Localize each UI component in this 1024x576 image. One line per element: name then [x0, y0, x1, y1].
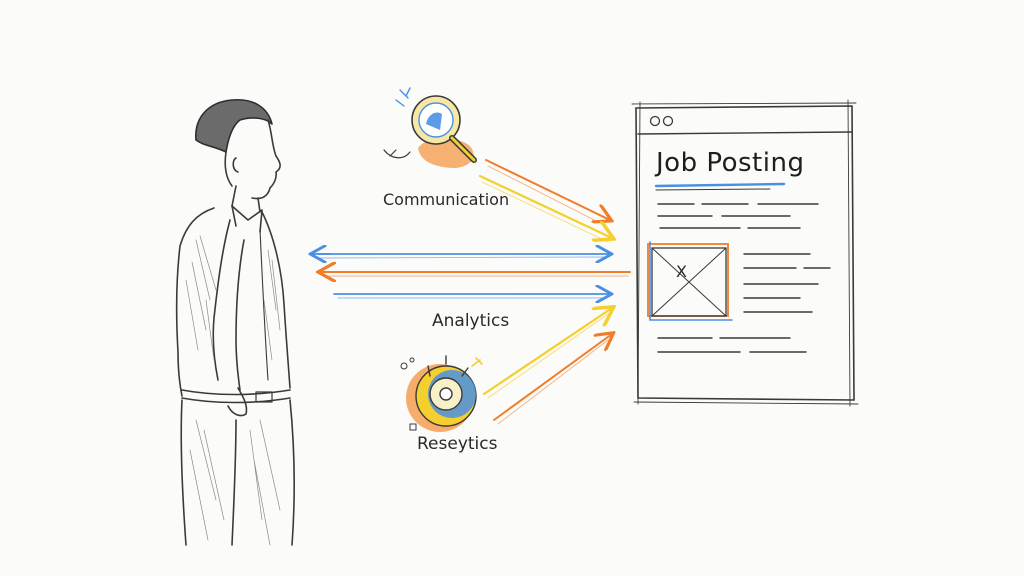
label-communication: Communication: [383, 190, 510, 209]
image-placeholder-mark: X: [676, 262, 687, 281]
browser-window-icon: [631, 99, 859, 407]
target-gear-icon: [400, 355, 483, 432]
label-reseytics: Reseytics: [417, 434, 498, 454]
communication-arrows: [478, 159, 612, 243]
label-analytics: Analytics: [432, 311, 510, 331]
job-posting-title: Job Posting: [656, 148, 805, 178]
magnifier-icon: [383, 87, 477, 168]
reseytics-arrows: [482, 308, 612, 425]
horizontal-arrows: [312, 254, 631, 298]
person-sketch: [175, 99, 295, 546]
